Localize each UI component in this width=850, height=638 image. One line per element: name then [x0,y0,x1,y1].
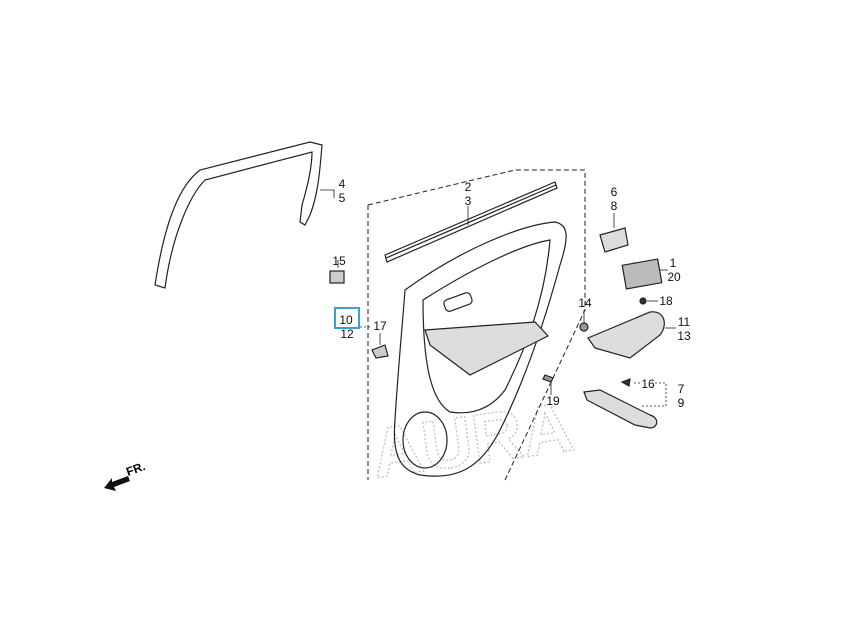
switch-cover-shape [599,227,629,253]
label-part-3[interactable]: 3 [464,194,472,208]
label-part-11[interactable]: 11 [677,315,691,329]
armrest-shape [587,311,665,359]
label-part-1[interactable]: 1 [669,256,677,270]
assembly-boundary [367,169,586,481]
label-part-9[interactable]: 9 [677,396,685,410]
label-part-5[interactable]: 5 [338,191,346,205]
clip-17-shape [371,344,389,359]
label-part-19[interactable]: 19 [546,394,560,408]
label-part-16[interactable]: 16 [641,377,655,391]
label-part-17[interactable]: 17 [373,319,387,333]
label-part-4[interactable]: 4 [338,177,346,191]
label-part-13[interactable]: 13 [677,329,691,343]
label-part-10[interactable]: 10 [339,313,353,327]
label-part-7[interactable]: 7 [677,382,685,396]
pull-garnish-shape [583,389,658,429]
label-part-12[interactable]: 12 [340,327,354,341]
front-arrow-icon [104,476,130,491]
leader-4-5 [320,189,335,198]
label-part-18[interactable]: 18 [659,294,673,308]
sash-garnish-shape [154,141,323,289]
door-lining-shape [393,221,567,477]
label-part-15[interactable]: 15 [332,254,346,268]
label-part-14[interactable]: 14 [578,296,592,310]
weatherstrip-shape [384,181,558,263]
label-part-20[interactable]: 20 [667,270,681,284]
label-part-8[interactable]: 8 [610,199,618,213]
highlight-box [334,307,360,329]
clip-16-shape [620,378,631,387]
speaker-grille-shape [402,411,448,469]
clip-14-shape [579,322,589,332]
window-switch-shape [621,258,663,290]
label-part-6[interactable]: 6 [610,185,618,199]
screw-19-shape [542,374,554,383]
screw-18-shape [639,297,647,305]
label-part-2[interactable]: 2 [464,180,472,194]
clip-15-shape [329,270,345,284]
inner-handle-shape [424,321,549,376]
